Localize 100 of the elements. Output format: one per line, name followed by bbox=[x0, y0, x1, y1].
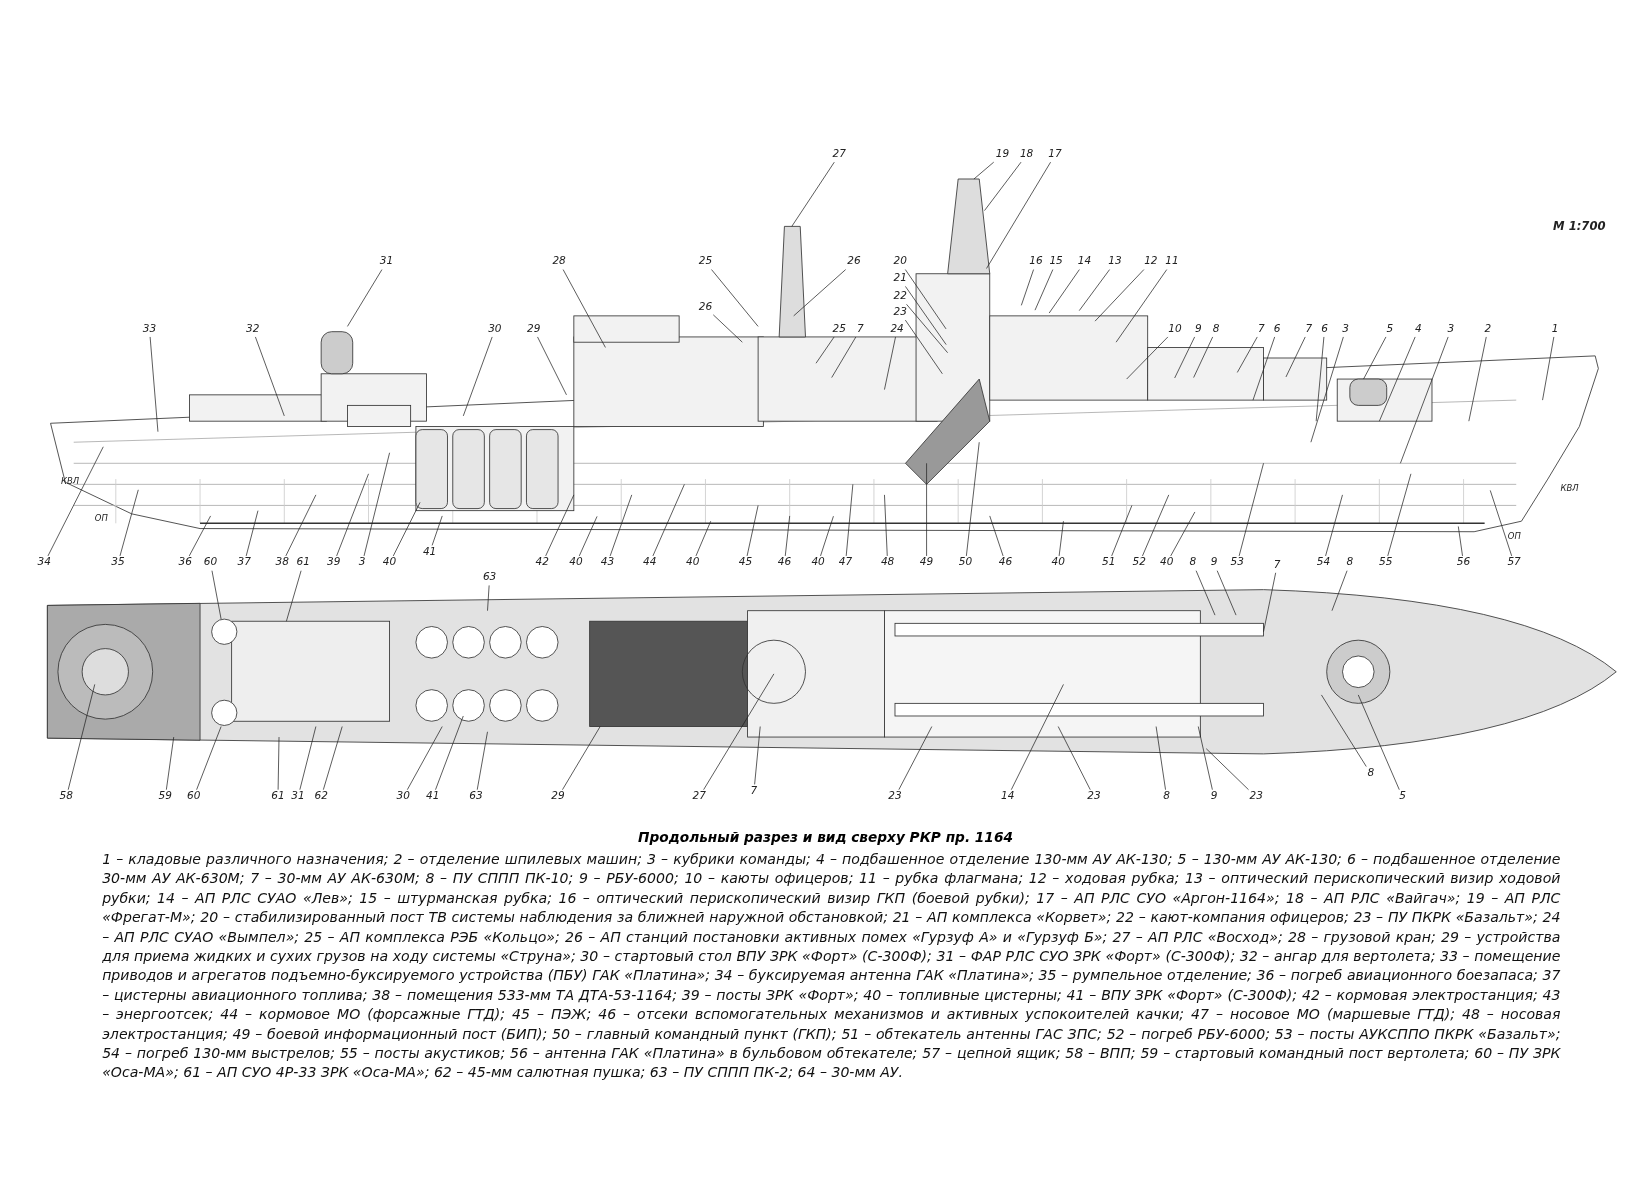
leader-line bbox=[119, 489, 139, 557]
callout-number: 52 bbox=[1128, 555, 1150, 569]
waterline-label: КВЛ bbox=[61, 477, 80, 487]
leader-line bbox=[973, 161, 995, 180]
leader-line bbox=[462, 336, 493, 417]
callout-number: 30 bbox=[484, 322, 506, 335]
leader-line bbox=[1057, 726, 1091, 791]
leader-line bbox=[712, 314, 743, 343]
callout-number: 23 bbox=[889, 305, 911, 318]
leader-line bbox=[67, 684, 96, 791]
callout-number: 62 bbox=[310, 789, 332, 803]
callout-number: 39 bbox=[323, 555, 345, 569]
callout-number: 61 bbox=[267, 789, 289, 803]
leader-line bbox=[286, 570, 302, 622]
callout-number: 14 bbox=[997, 789, 1019, 803]
callout-number: 22 bbox=[889, 289, 911, 303]
leader-line bbox=[791, 161, 835, 227]
leader-line bbox=[211, 570, 222, 620]
leader-line bbox=[1205, 748, 1249, 791]
leader-line bbox=[831, 336, 857, 378]
leader-line bbox=[322, 726, 343, 791]
leader-line bbox=[47, 446, 104, 557]
leader-line bbox=[1048, 269, 1080, 314]
leader-line bbox=[1363, 336, 1387, 380]
leader-line bbox=[255, 336, 285, 417]
callout-number: 40 bbox=[1156, 555, 1178, 569]
leader-line bbox=[188, 515, 211, 557]
leader-line bbox=[1170, 511, 1196, 557]
callout-number: 42 bbox=[531, 555, 553, 569]
callout-number: 27 bbox=[688, 789, 710, 803]
callout-number: 40 bbox=[682, 555, 704, 569]
leader-line bbox=[1263, 572, 1277, 633]
leader-line bbox=[1357, 694, 1400, 791]
callout-number: 7 bbox=[1266, 558, 1288, 571]
leader-line bbox=[711, 269, 759, 327]
leader-line bbox=[336, 473, 369, 557]
leader-line bbox=[845, 484, 854, 557]
leader-line bbox=[476, 731, 488, 791]
leader-line bbox=[578, 516, 598, 557]
callout-number: 24 bbox=[886, 322, 908, 335]
leader-line bbox=[285, 494, 317, 557]
callout-number: 41 bbox=[422, 789, 444, 803]
leader-line bbox=[277, 736, 280, 791]
leader-line bbox=[784, 515, 791, 557]
leader-line bbox=[966, 441, 980, 557]
callout-number: 25 bbox=[694, 254, 716, 268]
callout-number: 2 bbox=[1477, 322, 1499, 335]
callout-number: 53 bbox=[1226, 555, 1248, 569]
leader-line bbox=[562, 269, 606, 348]
leader-line bbox=[545, 494, 575, 557]
leader-line bbox=[989, 515, 1004, 557]
leader-line bbox=[1457, 526, 1463, 557]
callout-number: 45 bbox=[734, 555, 756, 569]
leader-line bbox=[820, 515, 834, 557]
callout-number: 48 bbox=[877, 555, 899, 569]
callout-number: 57 bbox=[1503, 555, 1525, 569]
baseline-label: ОП bbox=[1507, 531, 1521, 542]
leader-line bbox=[905, 286, 947, 345]
leader-line bbox=[363, 452, 390, 557]
leader-line bbox=[1193, 336, 1214, 378]
leader-line bbox=[196, 726, 222, 791]
leader-line bbox=[537, 336, 567, 396]
callout-number: 11 bbox=[1161, 254, 1183, 268]
scale-label: М 1:700 bbox=[1553, 219, 1606, 233]
callout-number: 50 bbox=[955, 555, 977, 569]
callout-number: 7 bbox=[743, 784, 765, 798]
callout-number: 56 bbox=[1453, 555, 1475, 569]
callout-number: 63 bbox=[479, 570, 501, 584]
leader-line bbox=[245, 510, 259, 557]
callout-number: 13 bbox=[1104, 254, 1126, 268]
leader-line bbox=[926, 462, 927, 557]
callout-number: 40 bbox=[1047, 555, 1069, 569]
leader-line bbox=[906, 303, 948, 354]
leader-line bbox=[1115, 269, 1168, 343]
leader-line bbox=[884, 494, 888, 557]
leader-line bbox=[1034, 269, 1054, 311]
leader-line bbox=[1321, 694, 1367, 767]
callout-number: 51 bbox=[1098, 555, 1120, 569]
leader-line bbox=[1058, 520, 1064, 557]
leader-line bbox=[984, 161, 1022, 211]
callout-number: 49 bbox=[916, 555, 938, 569]
callout-number: 16 bbox=[1025, 254, 1047, 268]
leader-line bbox=[347, 269, 383, 327]
callout-number: 9 bbox=[1203, 555, 1225, 569]
callout-number: 30 bbox=[392, 789, 414, 803]
leader-line bbox=[754, 726, 761, 785]
callout-number: 12 bbox=[1140, 254, 1162, 268]
callout-number: 38 bbox=[271, 555, 293, 569]
leader-line bbox=[1468, 336, 1487, 422]
leader-line bbox=[793, 269, 847, 317]
callout-number: 18 bbox=[1016, 147, 1038, 161]
callout-number: 15 bbox=[1045, 254, 1067, 268]
callout-number: 35 bbox=[107, 555, 129, 569]
leader-line bbox=[431, 515, 443, 546]
leader-line bbox=[392, 502, 421, 557]
callout-number: 21 bbox=[889, 271, 911, 285]
leader-line bbox=[487, 585, 490, 612]
waterline-label: КВЛ bbox=[1560, 483, 1579, 493]
callout-number: 8 bbox=[1182, 555, 1204, 569]
leader-line bbox=[562, 726, 601, 791]
